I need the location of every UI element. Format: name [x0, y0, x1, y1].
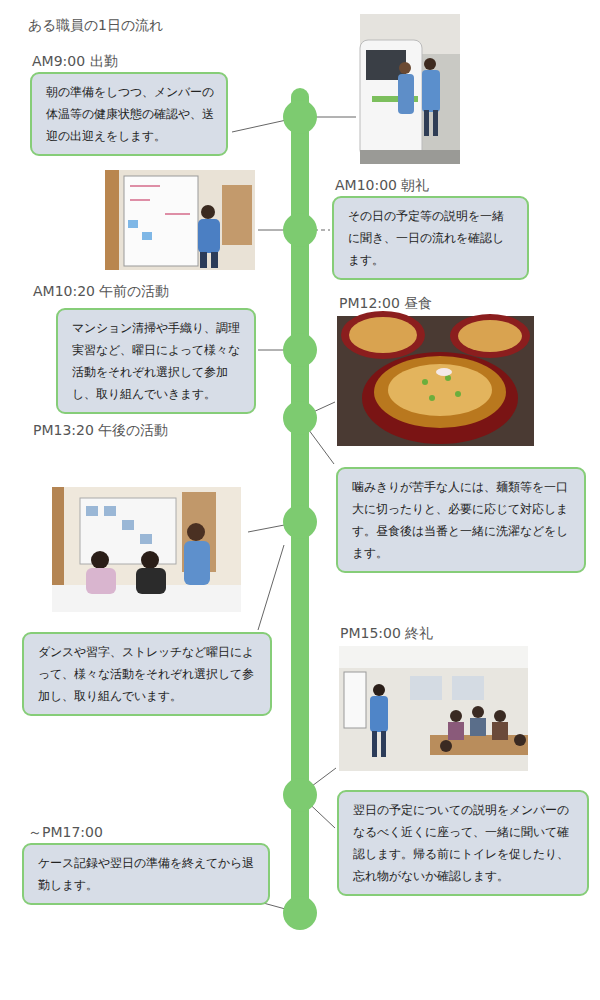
step-box: ダンスや習字、ストレッチなど曜日によって、様々な活動をそれぞれ選択して参加し、取…: [22, 632, 272, 716]
step-text: マンション清掃や手織り、調理実習など、曜日によって様々な活動をそれぞれ選択して参…: [72, 317, 242, 405]
time-heading: PM12:00 昼食: [339, 294, 432, 312]
step-box: 朝の準備をしつつ、メンバーの体温等の健康状態の確認や、送迎の出迎えをします。: [30, 72, 228, 156]
time-heading: AM9:00 出勤: [32, 52, 118, 70]
step-text: ケース記録や翌日の準備を終えてから退勤します。: [38, 852, 256, 896]
time-heading: PM13:20 午後の活動: [33, 421, 168, 439]
step-text: ダンスや習字、ストレッチなど曜日によって、様々な活動をそれぞれ選択して参加し、取…: [38, 641, 258, 707]
step-text: その日の予定等の説明を一緒に聞き、一日の流れを確認します。: [348, 205, 515, 271]
time-heading: PM15:00 終礼: [340, 624, 433, 642]
time-heading: ～PM17:00: [28, 823, 103, 841]
step-box: マンション清掃や手織り、調理実習など、曜日によって様々な活動をそれぞれ選択して参…: [56, 308, 256, 414]
step-text: 噛みきりが苦手な人には、麺類等を一口大に切ったりと、必要に応じて対応します。昼食…: [352, 476, 572, 564]
time-heading: AM10:20 午前の活動: [33, 282, 169, 300]
step-box: 翌日の予定についての説明をメンバーのなるべく近くに座って、一緒に聞いて確認します…: [337, 790, 589, 896]
step-box: その日の予定等の説明を一緒に聞き、一日の流れを確認します。: [332, 196, 529, 280]
step-text: 翌日の予定についての説明をメンバーのなるべく近くに座って、一緒に聞いて確認します…: [353, 799, 575, 887]
step-text: 朝の準備をしつつ、メンバーの体温等の健康状態の確認や、送迎の出迎えをします。: [46, 81, 214, 147]
step-box: ケース記録や翌日の準備を終えてから退勤します。: [22, 843, 270, 905]
time-heading: AM10:00 朝礼: [335, 176, 429, 194]
step-box: 噛みきりが苦手な人には、麺類等を一口大に切ったりと、必要に応じて対応します。昼食…: [336, 467, 586, 573]
diagram-title: ある職員の1日の流れ: [28, 16, 163, 34]
